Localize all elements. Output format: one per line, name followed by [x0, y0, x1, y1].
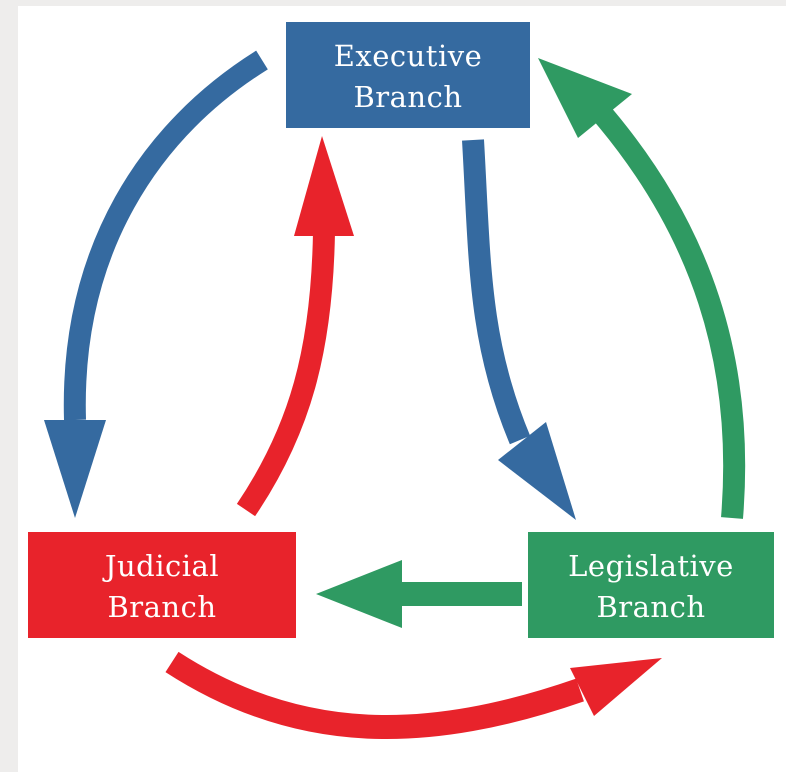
arrow-legislative-to-judicial-head [316, 560, 402, 628]
arrow-legislative-to-judicial [316, 560, 522, 628]
arrow-executive-to-legislative-shaft [462, 139, 531, 445]
arrow-executive-to-judicial [44, 50, 268, 518]
judicial-branch-line2: Branch [107, 590, 216, 624]
diagram-panel [18, 6, 786, 772]
arrow-executive-to-legislative [462, 139, 576, 520]
arrow-executive-to-judicial-head [44, 420, 106, 518]
arrow-legislative-to-executive-head [538, 58, 632, 138]
judicial-branch-box: Judicial Branch [28, 532, 296, 638]
executive-branch-box: Executive Branch [286, 22, 530, 128]
judicial-branch-line1: Judicial [102, 549, 219, 583]
arrow-executive-to-judicial-shaft [63, 50, 268, 421]
legislative-branch-box: Legislative Branch [528, 532, 774, 638]
arrow-judicial-to-legislative-shaft [165, 651, 584, 740]
judicial-branch-rect [28, 532, 296, 638]
arrow-judicial-to-legislative-head [570, 658, 662, 716]
arrow-judicial-to-executive-head [294, 136, 354, 236]
legislative-branch-line1: Legislative [568, 549, 734, 583]
arrow-judicial-to-legislative [165, 651, 662, 740]
arrow-judicial-to-executive-shaft [236, 231, 335, 517]
executive-branch-rect [286, 22, 530, 128]
arrow-legislative-to-executive [538, 58, 746, 519]
arrow-legislative-to-executive-shaft [595, 108, 746, 519]
legislative-branch-rect [528, 532, 774, 638]
arrow-executive-to-legislative-head [498, 422, 576, 520]
arrow-judicial-to-executive [236, 136, 354, 517]
legislative-branch-line2: Branch [596, 590, 705, 624]
arrow-legislative-to-judicial-shaft [398, 582, 522, 606]
executive-branch-line2: Branch [353, 80, 462, 114]
executive-branch-line1: Executive [334, 39, 483, 73]
